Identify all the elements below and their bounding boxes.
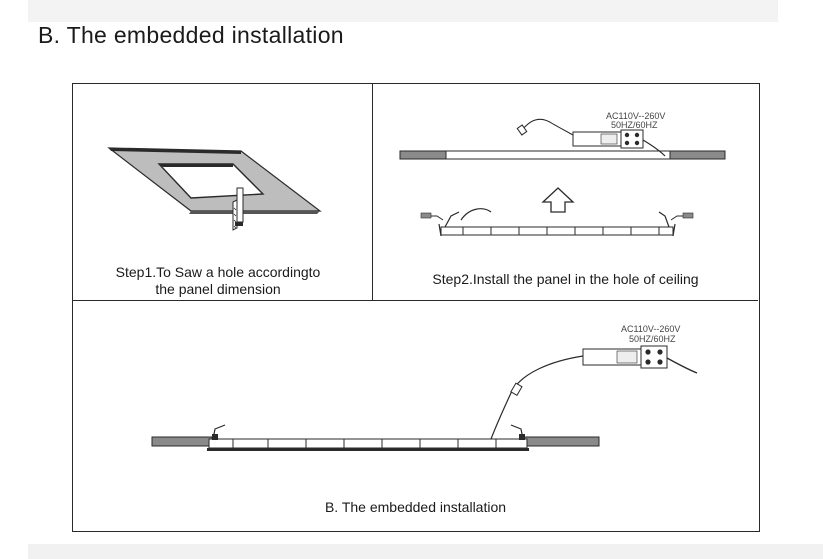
cut-hole-shadow [159,164,233,167]
ceiling-board-front-edge [189,211,320,214]
ceiling-cable [522,118,574,136]
step2-driver-spec-line1: AC110V--260V [606,111,665,121]
installed-cable-connector [510,382,523,397]
embedded-installation-illustration: AC110V--260V 50HZ/60HZ [151,324,698,451]
bottom-strip [28,544,823,559]
step3-driver-spec-line2: 50HZ/60HZ [629,334,676,344]
step3-panel: AC110V--260V 50HZ/60HZ B. The embedded i… [73,301,758,530]
step2-panel: AC110V--260V 50HZ/60HZ [373,84,758,301]
panel-install-illustration: AC110V--260V 50HZ/60HZ [399,111,726,237]
step1-caption-line1: Step1.To Saw a hole accordingto [115,264,321,280]
left-spring-clip [212,424,226,440]
instruction-frame: Step1.To Saw a hole accordingto the pane… [72,83,760,532]
led-driver-box-icon [582,345,698,374]
step2-driver-spec-line2: 50HZ/60HZ [611,120,658,130]
top-strip [28,0,778,22]
led-panel [440,226,674,236]
step2-caption: Step2.Install the panel in the hole of c… [432,271,699,287]
installed-cable [490,355,584,440]
step3-driver-spec-line1: AC110V--260V [621,324,680,334]
step1-caption-line2: the panel dimension [155,281,281,297]
panel-cable [460,208,492,221]
ceiling-cutout-illustration [107,147,322,231]
led-driver-box-icon [572,129,666,157]
ceiling-with-hole [399,150,726,160]
right-spring-clip [658,211,694,237]
left-spring-clip [420,211,460,237]
step3-caption: B. The embedded installation [324,499,507,515]
right-spring-clip [510,424,525,440]
step1-panel: Step1.To Saw a hole accordingto the pane… [73,84,373,301]
cable-connector [516,124,528,136]
step1-caption: Step1.To Saw a hole accordingto the pane… [83,264,353,298]
installed-led-panel [207,438,529,451]
ceiling-board-edge [109,148,241,154]
hand-saw-icon [232,187,244,231]
up-arrow-icon [541,187,575,213]
page-title: B. The embedded installation [38,22,344,48]
